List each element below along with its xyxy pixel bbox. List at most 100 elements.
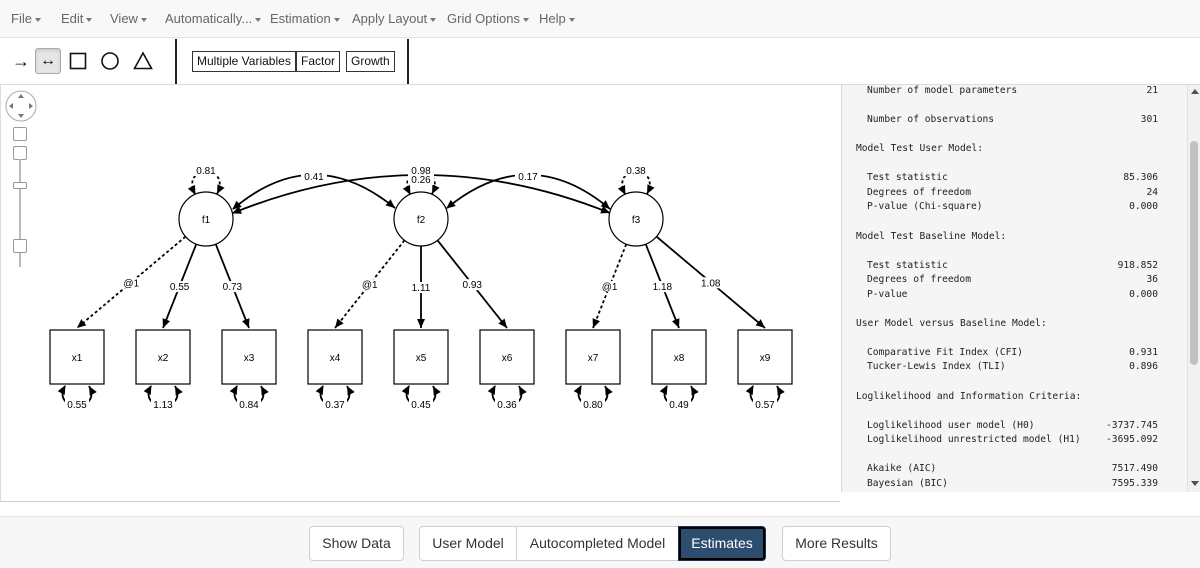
double-arrow-tool[interactable]: ↔ [35, 48, 61, 74]
output-line: Model Test User Model: [842, 143, 1162, 157]
label-background [301, 171, 327, 182]
output-line [842, 332, 1162, 346]
menu-bar: File Edit View Automatically... Estimati… [0, 0, 1200, 38]
output-line [842, 303, 1162, 317]
output-line-value: 0.896 [1129, 361, 1158, 373]
menu-edit[interactable]: Edit [61, 0, 93, 38]
scrollbar-thumb[interactable] [1190, 141, 1198, 365]
caret-down-icon [140, 17, 147, 22]
zoom-slider-handle[interactable] [13, 182, 27, 189]
loading-label: 1.08 [701, 278, 721, 289]
label-background [120, 277, 143, 289]
label-background [699, 277, 722, 289]
label-background [410, 282, 432, 293]
label-background [168, 281, 191, 293]
loading-label: 1.18 [653, 282, 673, 293]
show-data-button[interactable]: Show Data [309, 526, 404, 561]
output-line-label: Akaike (AIC) [867, 463, 937, 475]
menu-help[interactable]: Help [539, 0, 575, 38]
output-line [842, 158, 1162, 172]
zoom-slider-track[interactable] [19, 159, 21, 267]
single-arrow-tool[interactable]: → [8, 48, 34, 74]
output-line-value: 0.000 [1129, 288, 1158, 300]
menu-edit-label: Edit [61, 11, 84, 26]
circle-tool[interactable] [97, 48, 123, 74]
tab-user-model[interactable]: User Model [419, 526, 517, 561]
caret-down-icon [522, 17, 529, 22]
output-line [842, 129, 1162, 143]
latent-variance-label: 0.81 [196, 166, 216, 177]
label-background [515, 171, 541, 182]
output-line-value: 0.931 [1129, 346, 1158, 358]
output-line-label: Comparative Fit Index (CFI) [867, 346, 1023, 358]
menu-help-label: Help [539, 11, 566, 26]
output-line: Loglikelihood unrestricted model (H1)-36… [842, 434, 1162, 448]
observed-node [49, 329, 105, 385]
observed-node [737, 329, 793, 385]
menu-view[interactable]: View [110, 0, 147, 38]
output-line-label: Tucker-Lewis Index (TLI) [867, 361, 1006, 373]
menu-grid-options[interactable]: Grid Options [447, 0, 529, 38]
output-scrollbar[interactable] [1187, 85, 1200, 492]
output-line [842, 449, 1162, 463]
tab-estimates[interactable]: Estimates [678, 526, 766, 561]
more-results-button[interactable]: More Results [782, 526, 891, 561]
residual-variance-label: 0.36 [497, 400, 517, 411]
label-background [651, 281, 674, 293]
double-arrow-icon: ↔ [40, 52, 56, 69]
triangle-tool[interactable] [130, 48, 156, 74]
observed-node [651, 329, 707, 385]
output-line: Model Test Baseline Model: [842, 231, 1162, 245]
square-tool[interactable] [65, 48, 91, 74]
menu-apply-layout[interactable]: Apply Layout [352, 0, 437, 38]
toolbar: → ↔ Multiple Variables Factor Growth [0, 39, 1200, 85]
scroll-down-icon[interactable] [1191, 481, 1199, 486]
output-line-value: 918.852 [1117, 259, 1158, 271]
caret-down-icon [34, 17, 41, 22]
latent-node [393, 191, 449, 247]
output-line: P-value (Chi-square)0.000 [842, 201, 1162, 215]
output-line-value: -3695.092 [1106, 434, 1158, 446]
latent-node-label: f2 [417, 215, 426, 226]
menu-estimation[interactable]: Estimation [270, 0, 340, 38]
tab-autocompleted-model[interactable]: Autocompleted Model [517, 526, 679, 561]
output-line-value: 7517.490 [1111, 463, 1158, 475]
multiple-variables-button[interactable]: Multiple Variables [192, 51, 296, 72]
scroll-up-icon[interactable] [1191, 89, 1199, 94]
observed-node [565, 329, 621, 385]
loading-label: @1 [602, 282, 618, 293]
output-line-label: User Model versus Baseline Model: [856, 317, 1047, 329]
observed-node [393, 329, 449, 385]
zoom-in-button[interactable] [13, 127, 27, 141]
observed-node-label: x2 [158, 353, 169, 364]
output-line-label: Test statistic [867, 172, 948, 184]
output-line-label: Number of observations [867, 114, 995, 126]
output-line-value: -3737.745 [1106, 419, 1158, 431]
loading-label: 0.93 [463, 280, 483, 291]
label-background [323, 399, 347, 410]
zoom-reset-button[interactable] [13, 239, 27, 253]
menu-file[interactable]: File [11, 0, 41, 38]
menu-automatically[interactable]: Automatically... [165, 0, 262, 38]
menu-file-label: File [11, 11, 32, 26]
output-line: Loglikelihood and Information Criteria: [842, 391, 1162, 405]
loading-label: 1.11 [412, 283, 431, 294]
loading-arrow [76, 235, 187, 329]
latent-node-label: f3 [632, 215, 641, 226]
output-line-value: 24 [1146, 186, 1158, 198]
observed-node-label: x1 [72, 353, 83, 364]
covariance-label: 0.26 [411, 175, 431, 186]
growth-button[interactable]: Growth [346, 51, 395, 72]
pan-control-icon[interactable] [5, 90, 37, 122]
observed-node-label: x3 [244, 353, 255, 364]
factor-button[interactable]: Factor [296, 51, 341, 72]
observed-node [135, 329, 191, 385]
